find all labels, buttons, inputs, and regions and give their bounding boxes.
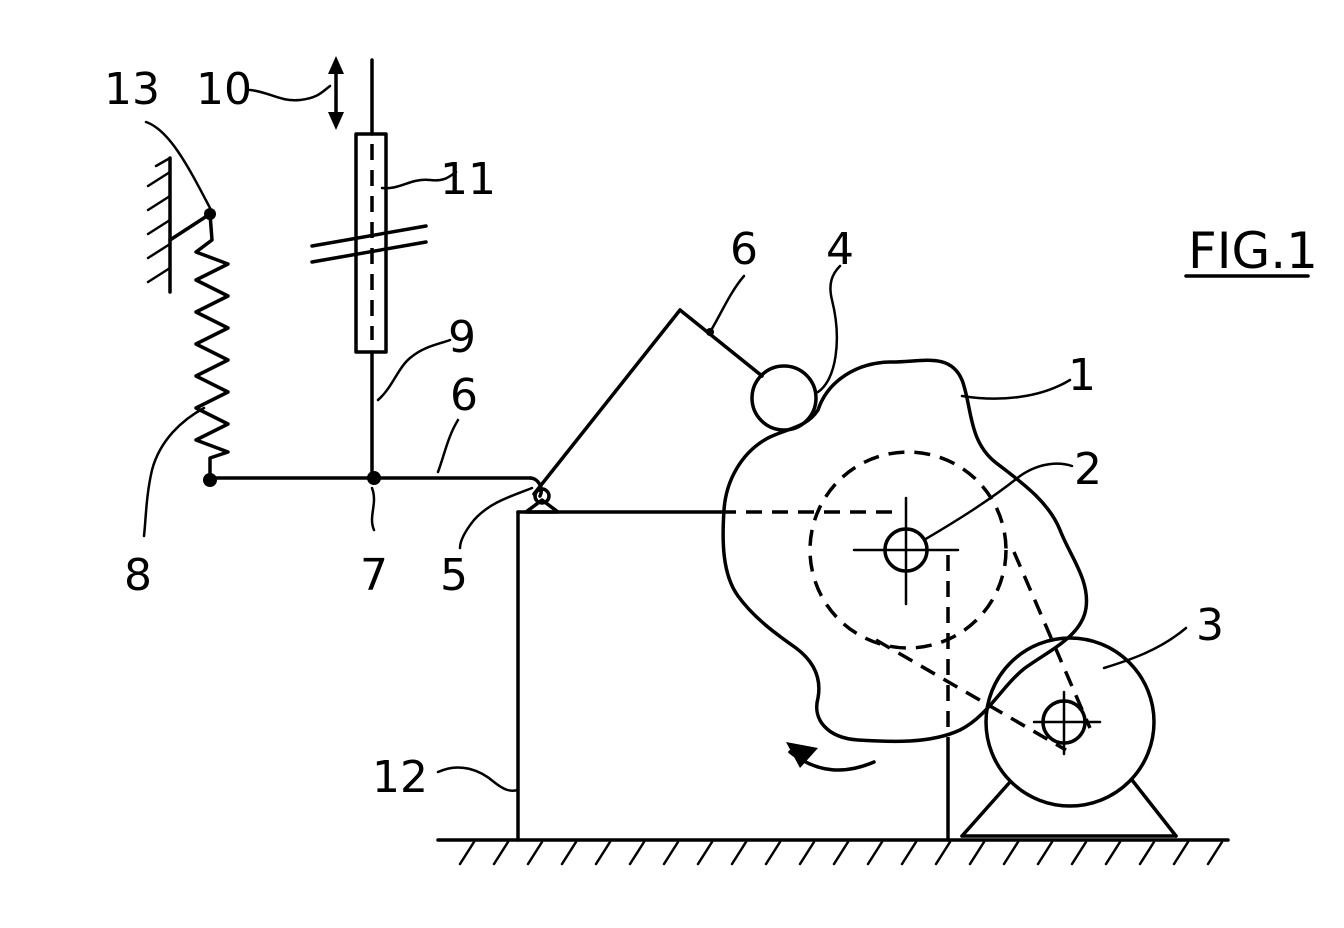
fixed-support: [146, 156, 216, 294]
label-6-upper: 6: [730, 224, 758, 275]
follower-roller: [750, 364, 818, 432]
label-7: 7: [360, 550, 388, 601]
label-8: 8: [124, 550, 152, 601]
label-4: 4: [826, 224, 854, 275]
spring-joint: [203, 473, 217, 487]
cam: [721, 358, 1089, 744]
label-3: 3: [1196, 600, 1224, 651]
label-2: 2: [1074, 444, 1102, 495]
label-9: 9: [448, 312, 476, 363]
rocker-arm: [208, 308, 764, 498]
label-6-lower: 6: [450, 370, 478, 421]
drive-roller: [960, 636, 1178, 838]
joint: [367, 471, 381, 485]
cam-axis: [852, 496, 960, 606]
label-12: 12: [372, 752, 428, 803]
figure-title: FIG.1: [1188, 222, 1318, 280]
leader-lines: [142, 84, 1188, 792]
pivot: [524, 487, 560, 514]
rotation-arrow: [786, 742, 876, 772]
double-arrow: [328, 56, 344, 130]
label-5: 5: [440, 550, 468, 601]
dashed-linkage: [875, 551, 1092, 752]
label-1: 1: [1068, 350, 1096, 401]
label-11: 11: [440, 154, 496, 205]
pitch-circle: [808, 450, 1008, 650]
label-10: 10: [196, 64, 252, 115]
ground: [436, 838, 1230, 866]
actuator-rod: [310, 58, 428, 480]
frame-block: [516, 510, 950, 842]
label-13: 13: [104, 64, 160, 115]
spring: [194, 212, 230, 480]
